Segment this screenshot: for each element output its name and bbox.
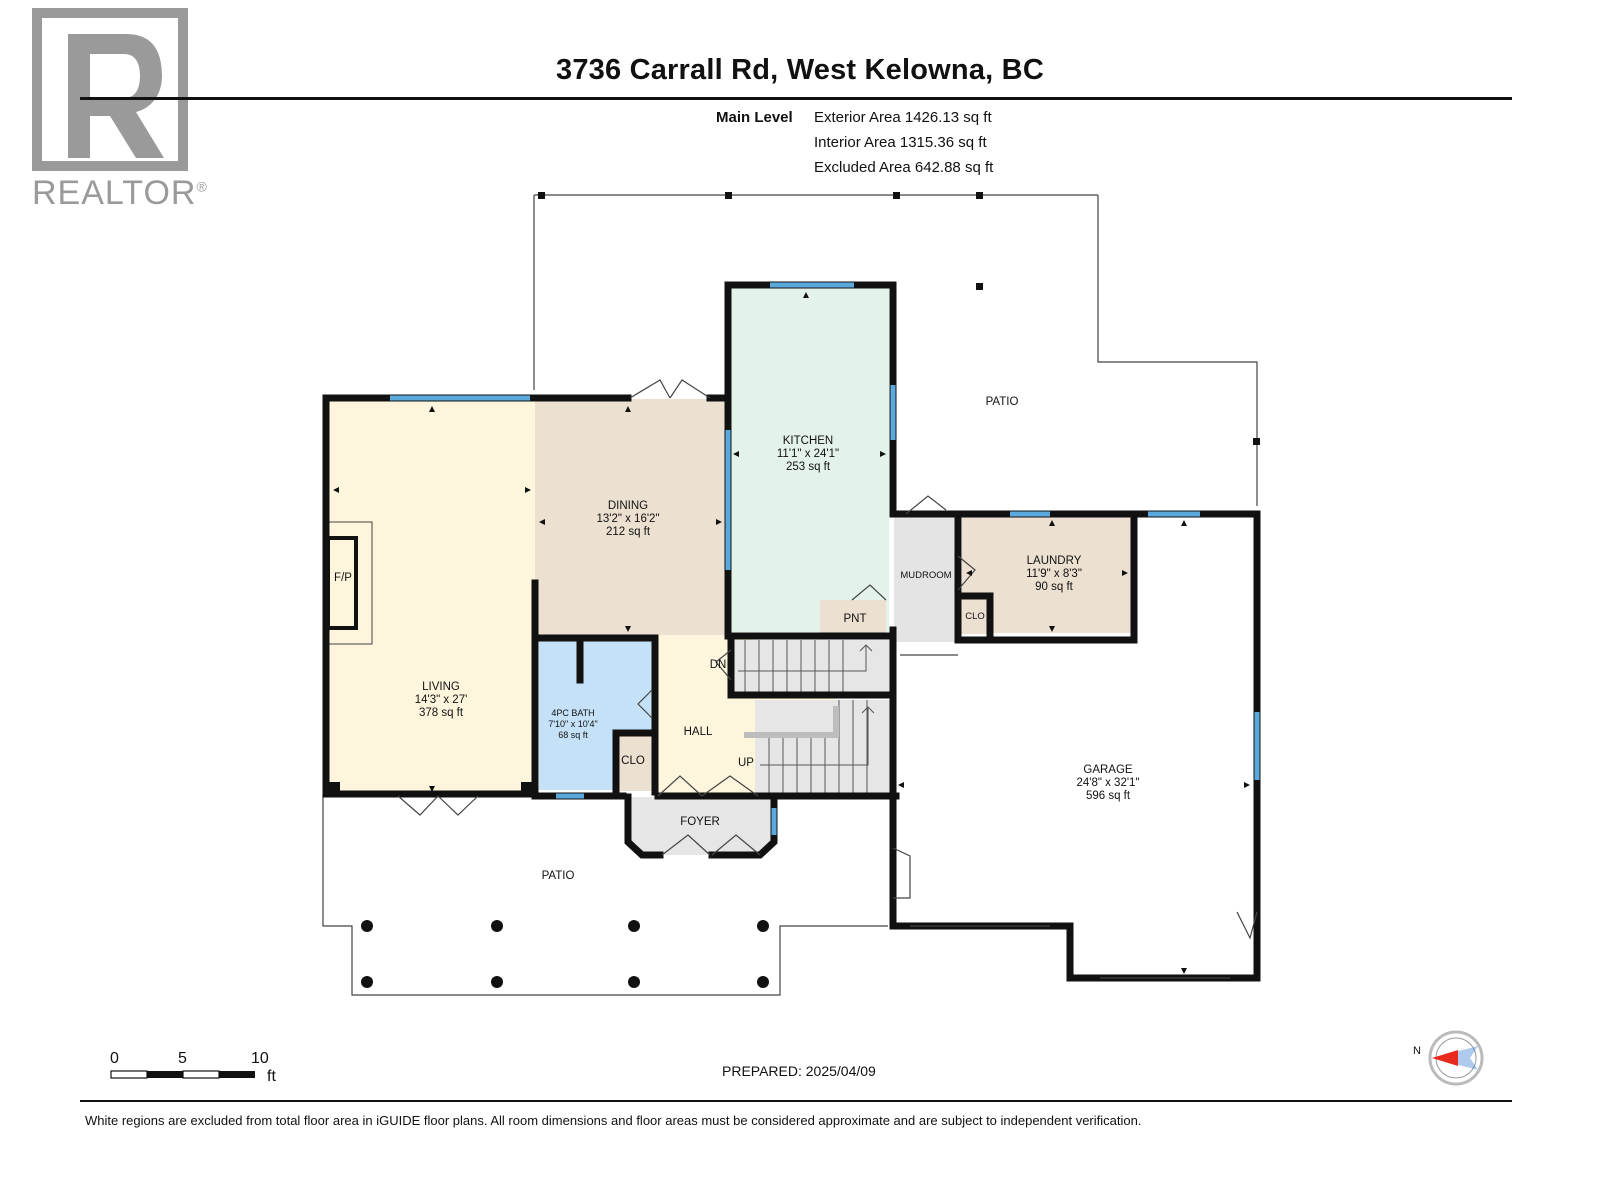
interior-area: Interior Area 1315.36 sq ft <box>814 134 987 151</box>
compass-icon <box>1428 1030 1484 1086</box>
closet-hall-fill <box>616 734 652 791</box>
stairs-up-treads <box>744 700 875 794</box>
windows <box>390 282 1260 835</box>
garage-name: GARAGE <box>1083 764 1133 776</box>
stairs-up <box>755 700 890 794</box>
bath-area: 68 sq ft <box>558 730 588 740</box>
scale-bar <box>110 1070 255 1079</box>
closet-hall-name: CLO <box>621 755 645 767</box>
columns <box>326 192 1260 988</box>
dining-name: DINING <box>608 500 648 512</box>
scale-tick-0: 0 <box>110 1050 119 1067</box>
patio-bottom-name: PATIO <box>542 870 575 882</box>
realtor-wordmark: REALTOR® <box>32 174 208 212</box>
kitchen-name: KITCHEN <box>783 435 833 447</box>
prepared-date: PREPARED: 2025/04/09 <box>722 1063 876 1079</box>
living-name: LIVING <box>422 681 460 693</box>
closet-mud-fill <box>961 596 989 634</box>
footer-divider <box>80 1100 1512 1102</box>
bath-name: 4PC BATH <box>551 708 594 718</box>
pantry-fill <box>820 600 886 636</box>
scale-unit: ft <box>267 1068 276 1085</box>
realtor-r-mark-icon <box>32 8 188 171</box>
garage-dims: 24'8" x 32'1" <box>1076 777 1139 789</box>
bath-dims: 7'10" x 10'4" <box>548 719 597 729</box>
dimension-markers <box>333 292 1250 974</box>
hall-name: HALL <box>684 726 713 738</box>
kitchen-fill <box>728 288 889 632</box>
closet-mud-name: CLO <box>965 611 985 622</box>
stairs-down-label: DN <box>710 659 727 671</box>
excluded-area: Excluded Area 642.88 sq ft <box>814 159 994 176</box>
dining-dims: 13'2" x 16'2" <box>596 513 659 525</box>
patio-top-name: PATIO <box>986 396 1019 408</box>
footer-disclaimer: White regions are excluded from total fl… <box>85 1113 1142 1128</box>
level-name: Main Level <box>716 109 793 126</box>
header-divider <box>80 97 1512 100</box>
living-area: 378 sq ft <box>419 707 464 719</box>
kitchen-area: 253 sq ft <box>786 461 831 473</box>
foyer-name: FOYER <box>680 816 720 828</box>
walls <box>322 281 1261 982</box>
foyer-fill <box>628 797 774 855</box>
laundry-area: 90 sq ft <box>1035 581 1074 593</box>
scale-tick-10: 10 <box>251 1050 269 1067</box>
garage-area: 596 sq ft <box>1086 790 1131 802</box>
patio-bottom-outline <box>322 794 888 996</box>
exterior-area: Exterior Area 1426.13 sq ft <box>814 109 992 126</box>
mudroom-name: MUDROOM <box>900 570 951 581</box>
laundry-dims: 11'9" x 8'3" <box>1026 568 1082 580</box>
stairs-up-label: UP <box>738 757 754 769</box>
fireplace-box <box>326 536 358 630</box>
mudroom-fill <box>894 514 958 642</box>
kitchen-dims: 11'1" x 24'1" <box>777 448 839 460</box>
doors <box>397 379 1258 979</box>
living-dims: 14'3" x 27' <box>415 694 468 706</box>
stairs-down <box>731 640 890 695</box>
stairs-down-treads <box>738 640 873 695</box>
dining-fill <box>535 399 725 635</box>
patio-top-outline <box>533 194 1258 506</box>
pantry-name: PNT <box>844 613 867 625</box>
compass-north-label: N <box>1413 1045 1421 1057</box>
dining-area: 212 sq ft <box>606 526 651 538</box>
realtor-logo: REALTOR® <box>32 8 207 213</box>
scale-tick-5: 5 <box>178 1050 187 1067</box>
page-title: 3736 Carrall Rd, West Kelowna, BC <box>556 54 1044 86</box>
laundry-name: LAUNDRY <box>1027 555 1082 567</box>
fireplace-name: F/P <box>334 572 352 584</box>
